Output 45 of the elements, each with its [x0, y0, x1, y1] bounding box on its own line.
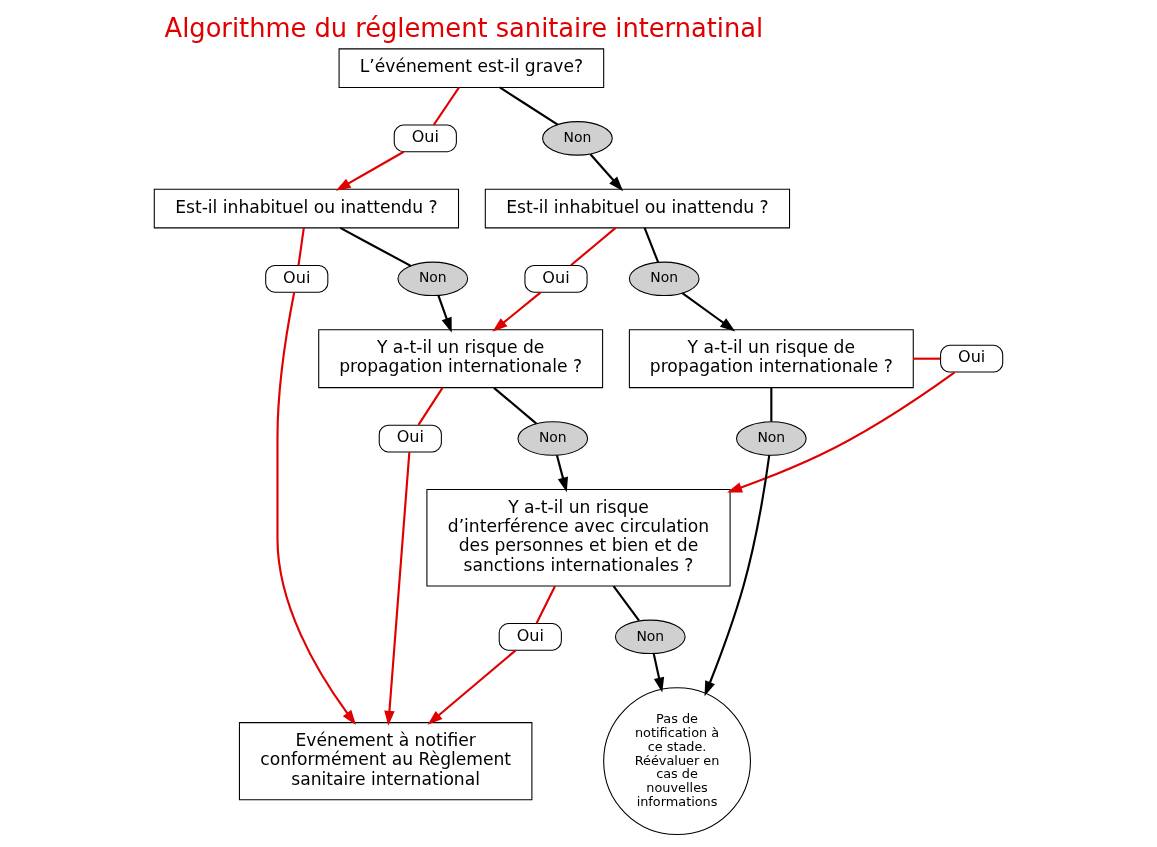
node-box: Oui: [393, 124, 457, 153]
connector: [535, 585, 556, 624]
arrow: [276, 292, 357, 726]
node-box: Oui: [265, 264, 329, 293]
node-ellipse: Non: [735, 421, 807, 456]
arrow: [727, 371, 956, 493]
arrow: [492, 291, 542, 332]
connector: [643, 227, 660, 263]
node-box: Oui: [940, 344, 1004, 373]
connector: [339, 226, 412, 267]
node-box: Est-il inhabituel ou inattendu ?: [153, 188, 460, 229]
node-box: Y a-t-il un risque de propagation internationale ?: [628, 329, 914, 389]
node-box: Y a-t-il un risque de propagation internationale ?: [318, 329, 604, 389]
node-ellipse: Non: [397, 261, 469, 297]
arrow: [681, 292, 736, 332]
node-ellipse: Non: [517, 421, 589, 456]
node-box: Evénement à notifier conformément au Règlement sanitaire international: [238, 722, 533, 801]
node-ellipse: Non: [542, 121, 613, 156]
arrow: [555, 454, 568, 493]
arrow: [652, 653, 665, 693]
arrow: [589, 153, 624, 192]
arrow: [384, 452, 411, 726]
arrow: [335, 150, 405, 191]
connector: [297, 227, 305, 266]
node-box: Y a-t-il un risque d’interférence avec circulation des personnes et bien et de sanctions internationales ?: [426, 488, 731, 587]
node-box: Est-il inhabituel ou inattendu ?: [484, 188, 791, 229]
diagram-title: Algorithme du réglement sanitaire internatinal: [164, 13, 764, 44]
connector: [417, 387, 444, 426]
node-box: L’événement est-il grave?: [338, 48, 605, 88]
arrow: [427, 649, 517, 725]
connector: [499, 86, 559, 126]
node-box: Oui: [378, 424, 442, 453]
connector: [493, 387, 538, 425]
connector: [432, 86, 460, 126]
connector: [770, 387, 773, 422]
node-box: Oui: [524, 264, 588, 293]
node-box: Oui: [498, 622, 562, 651]
connector: [913, 357, 941, 360]
node-ellipse: Non: [614, 619, 686, 655]
node-ellipse: Non: [628, 261, 700, 297]
connector: [570, 227, 617, 267]
arrow: [437, 295, 452, 333]
arrow: [704, 455, 771, 697]
node-circle: Pas de notification à ce stade. Réévaluer en cas de nouvelles informations: [603, 687, 751, 836]
connector: [612, 585, 640, 622]
